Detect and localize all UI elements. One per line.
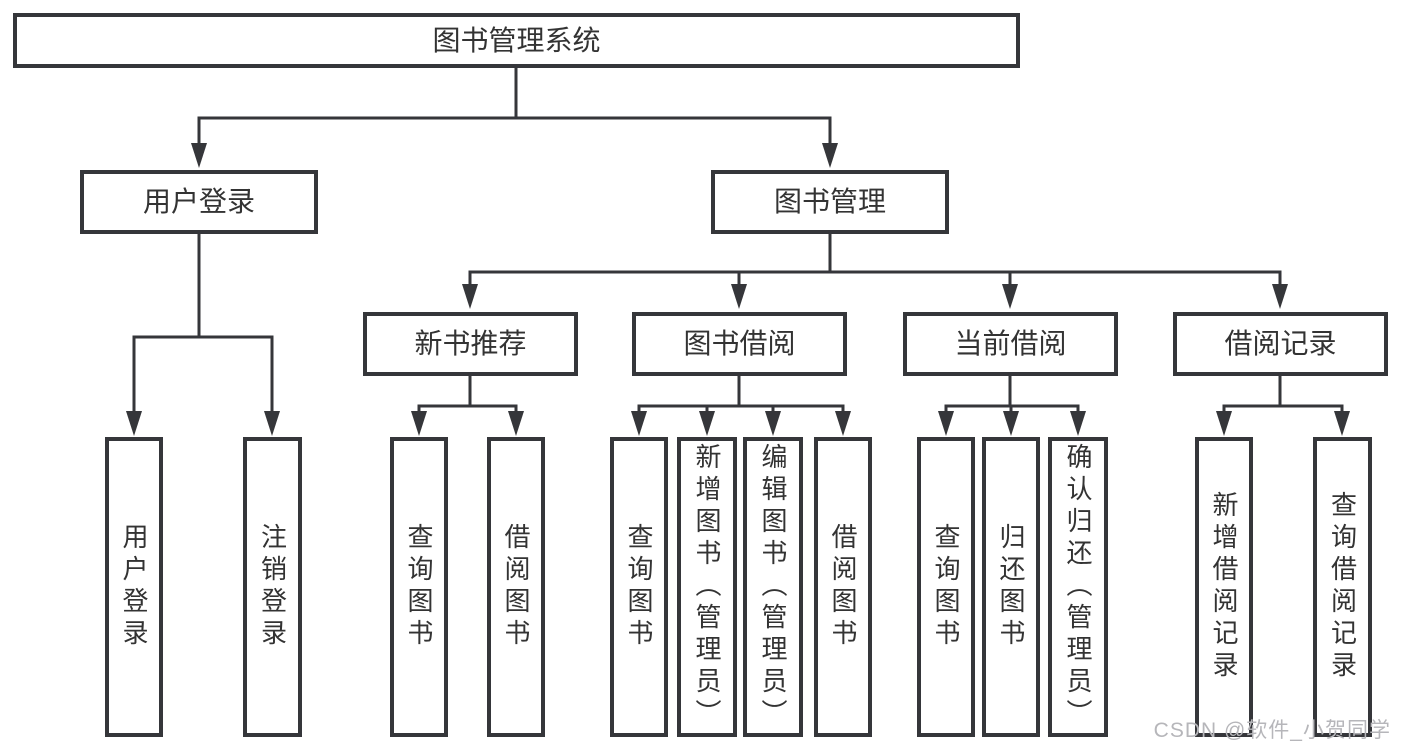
node-label: 注销登录: [257, 523, 288, 651]
node-book-management: 图书管理: [711, 170, 949, 234]
leaf-query-book-1: 查询图书: [390, 437, 448, 737]
leaf-return-book: 归还图书: [982, 437, 1040, 737]
node-label: 查询图书: [931, 523, 961, 651]
node-label: 借阅图书: [501, 523, 531, 651]
leaf-user-login: 用户登录: [105, 437, 163, 737]
node-label: 查询图书: [624, 523, 654, 651]
leaf-add-borrow-record: 新增借阅记录: [1195, 437, 1253, 737]
node-label: 用户登录: [119, 523, 149, 651]
node-label: 归还图书: [996, 523, 1026, 651]
leaf-query-book-2: 查询图书: [610, 437, 668, 737]
leaf-edit-book-admin: 编辑图书（管理员）: [743, 437, 803, 737]
node-label: 确认归还（管理员）: [1063, 443, 1093, 731]
csdn-watermark: CSDN @软件_小贺同学: [1153, 719, 1391, 742]
leaf-query-book-3: 查询图书: [917, 437, 975, 737]
node-book-borrow: 图书借阅: [632, 312, 847, 376]
node-label: 新增图书（管理员）: [692, 443, 722, 731]
node-label: 借阅记录: [1224, 328, 1337, 359]
node-label: 借阅图书: [828, 523, 858, 651]
node-label: 图书管理系统: [432, 24, 601, 56]
node-label: 新增借阅记录: [1209, 491, 1239, 683]
node-label: 查询图书: [404, 523, 434, 651]
leaf-add-book-admin: 新增图书（管理员）: [677, 437, 737, 737]
node-label: 图书借阅: [683, 328, 796, 359]
arrowheads: [126, 143, 1350, 436]
node-new-book-recommend: 新书推荐: [363, 312, 578, 376]
node-borrow-record: 借阅记录: [1173, 312, 1388, 376]
node-label: 查询借阅记录: [1327, 491, 1358, 683]
node-current-borrow: 当前借阅: [903, 312, 1118, 376]
node-label: 编辑图书（管理员）: [758, 443, 788, 731]
leaf-borrow-book-2: 借阅图书: [814, 437, 872, 737]
node-label: 用户登录: [142, 186, 255, 217]
node-label: 当前借阅: [954, 328, 1067, 359]
leaf-logout: 注销登录: [243, 437, 302, 737]
leaf-query-borrow-record: 查询借阅记录: [1313, 437, 1372, 737]
leaf-borrow-book-1: 借阅图书: [487, 437, 545, 737]
node-label: 图书管理: [773, 186, 886, 217]
node-label: 新书推荐: [414, 328, 527, 359]
node-library-management-system: 图书管理系统: [13, 13, 1020, 68]
leaf-confirm-return-admin: 确认归还（管理员）: [1048, 437, 1108, 737]
node-user-login: 用户登录: [80, 170, 318, 234]
